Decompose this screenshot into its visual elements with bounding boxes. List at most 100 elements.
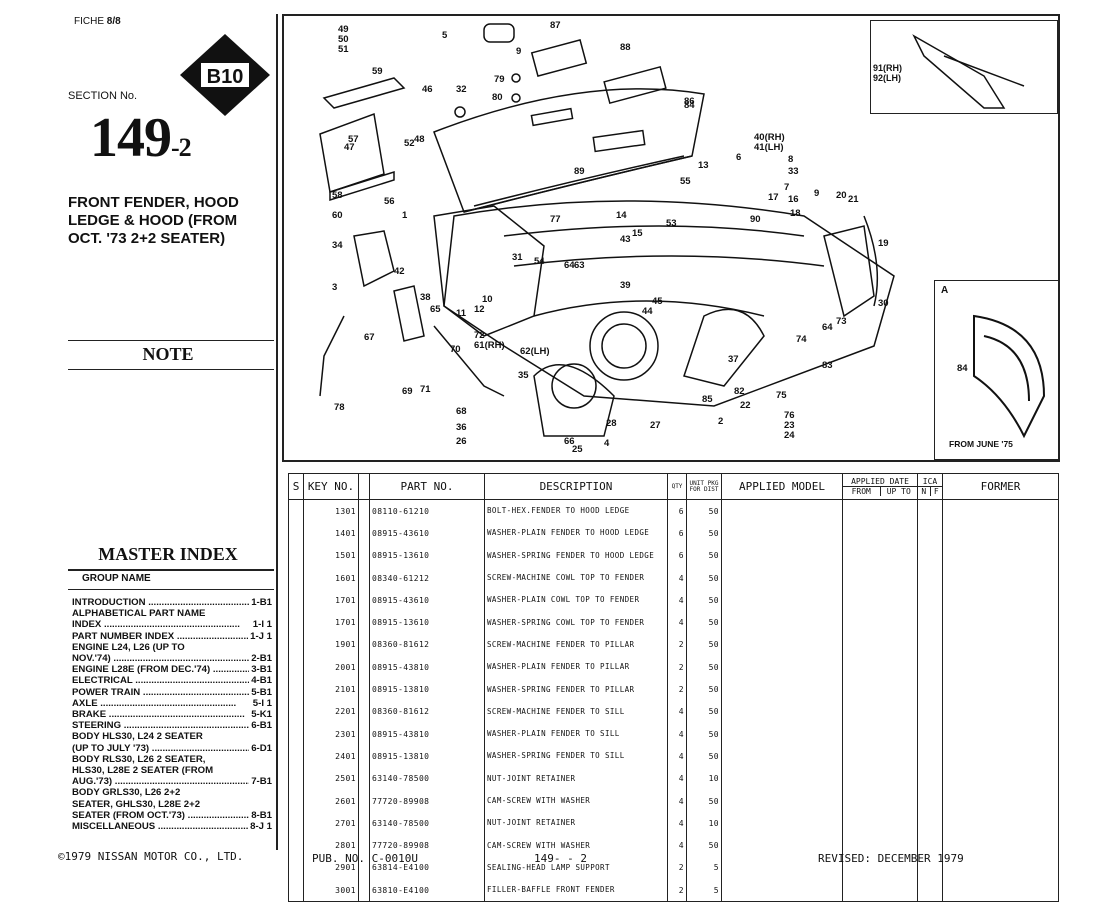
cell-former bbox=[942, 879, 1059, 902]
master-index-item-label: BRAKE bbox=[72, 709, 249, 720]
cell-unit: 50 bbox=[686, 834, 722, 857]
master-index-item: ENGINE L24, L26 (UP TO bbox=[72, 642, 272, 653]
part-callout: 21 bbox=[848, 194, 859, 205]
part-callout: 39 bbox=[620, 280, 631, 291]
part-callout: 65 bbox=[430, 304, 441, 315]
part-callout: 17 bbox=[768, 192, 779, 203]
master-index-item-label: SEATER, GHLS30, L28E 2+2 bbox=[72, 798, 201, 810]
part-callout: 14 bbox=[616, 210, 627, 221]
part-callout: 59 bbox=[372, 66, 383, 77]
inset-b-callout: 91(RH) bbox=[873, 63, 903, 73]
cell-unit: 50 bbox=[686, 656, 722, 679]
part-callout: 78 bbox=[334, 402, 345, 413]
copyright: ©1979 NISSAN MOTOR CO., LTD. bbox=[58, 850, 244, 863]
col-s: S bbox=[288, 473, 304, 500]
section-label: SECTION No. bbox=[68, 90, 138, 102]
part-callout: 69 bbox=[402, 386, 413, 397]
cell-ica bbox=[917, 678, 943, 701]
master-index-item-label: INDEX bbox=[72, 619, 251, 630]
cell-key: 2101 bbox=[303, 678, 359, 701]
part-callout: 49 bbox=[338, 24, 349, 35]
cell-ica bbox=[917, 633, 943, 657]
footer-pub-number: PUB. NO. C-0010U bbox=[312, 852, 418, 865]
footer-revised: REVISED: DECEMBER 1979 bbox=[818, 852, 964, 865]
master-index-item-page: 5-K1 bbox=[251, 709, 272, 721]
cell-ica bbox=[917, 566, 943, 590]
master-index-item-label: (UP TO JULY '73) bbox=[72, 743, 249, 754]
part-callout: 64 bbox=[822, 322, 833, 333]
cell-applied-date bbox=[842, 499, 918, 523]
cell-description: FILLER-BAFFLE FRONT FENDER bbox=[484, 879, 668, 902]
part-callout: 35 bbox=[518, 370, 529, 381]
cell-s bbox=[288, 678, 304, 701]
cell-part: 08915-43610 bbox=[369, 522, 485, 545]
master-index-item-label: ENGINE L24, L26 (UP TO bbox=[72, 641, 185, 653]
cell-part: 08340-61212 bbox=[369, 566, 485, 590]
master-index-item-page: 7-B1 bbox=[251, 776, 272, 788]
cell-qty: 4 bbox=[667, 566, 687, 590]
cell-s bbox=[288, 522, 304, 545]
cell-applied-date bbox=[842, 767, 918, 790]
master-index-item: BODY RLS30, L26 2 SEATER, bbox=[72, 754, 272, 765]
master-index-item-label: ELECTRICAL bbox=[72, 675, 249, 686]
cell-description: WASHER-SPRING FENDER TO SILL bbox=[484, 745, 668, 768]
inset-a-label: A bbox=[941, 285, 949, 296]
part-callout: 27 bbox=[650, 420, 661, 431]
master-index-item: HLS30, L28E 2 SEATER (FROM bbox=[72, 765, 272, 776]
cell-applied-model bbox=[721, 566, 843, 590]
cell-s bbox=[288, 722, 304, 746]
section-badge-icon: B10 bbox=[180, 34, 270, 116]
part-callout: 26 bbox=[456, 436, 467, 447]
cell-former bbox=[942, 745, 1059, 768]
inset-b-callout: 92(LH) bbox=[873, 73, 902, 83]
cell-qty: 4 bbox=[667, 789, 687, 813]
cell-part: 08915-13810 bbox=[369, 678, 485, 701]
master-index-item-page: 5-B1 bbox=[251, 686, 272, 698]
section-number: 149-2 bbox=[90, 107, 192, 169]
cell-applied-model bbox=[721, 522, 843, 545]
cell-applied-model bbox=[721, 656, 843, 679]
master-index-item-label: BODY RLS30, L26 2 SEATER, bbox=[72, 753, 206, 765]
master-index-item-label: BODY HLS30, L24 2 SEATER bbox=[72, 731, 203, 743]
part-callout: 37 bbox=[728, 354, 739, 365]
part-callout: 51 bbox=[338, 44, 349, 55]
cell-former bbox=[942, 812, 1059, 835]
cell-ica bbox=[917, 745, 943, 768]
cell-s bbox=[288, 856, 304, 880]
cell-unit: 50 bbox=[686, 566, 722, 590]
cell-blank bbox=[358, 611, 370, 634]
cell-qty: 6 bbox=[667, 544, 687, 567]
cell-qty: 4 bbox=[667, 700, 687, 723]
master-index-item-label: PART NUMBER INDEX bbox=[72, 631, 248, 642]
part-callout: 58 bbox=[332, 190, 343, 201]
part-callout: 15 bbox=[632, 228, 643, 239]
master-index-item-page: 1-B1 bbox=[251, 597, 272, 608]
cell-key: 2701 bbox=[303, 812, 359, 835]
master-index-item-label: STEERING bbox=[72, 720, 249, 731]
cell-unit: 50 bbox=[686, 745, 722, 768]
cell-blank bbox=[358, 656, 370, 679]
cell-unit: 50 bbox=[686, 499, 722, 523]
master-index-item-page: 1-I 1 bbox=[252, 619, 272, 631]
cell-part: 08915-43610 bbox=[369, 589, 485, 612]
master-index-item-label: HLS30, L28E 2 SEATER (FROM bbox=[72, 765, 214, 777]
master-index-item-page bbox=[270, 754, 272, 765]
cell-applied-model bbox=[721, 879, 843, 902]
part-callout: 90 bbox=[750, 214, 761, 225]
cell-ica bbox=[917, 656, 943, 679]
cell-former bbox=[942, 767, 1059, 790]
cell-part: 08915-43810 bbox=[369, 656, 485, 679]
cell-blank bbox=[358, 633, 370, 657]
cell-description: WASHER-PLAIN FENDER TO SILL bbox=[484, 722, 668, 746]
cell-s bbox=[288, 544, 304, 567]
part-callout: 52 bbox=[404, 138, 415, 149]
col-key: KEY NO. bbox=[303, 473, 359, 500]
master-index-item: ENGINE L28E (FROM DEC.'74)3-B1 bbox=[72, 664, 272, 675]
cell-blank bbox=[358, 566, 370, 590]
cell-applied-date bbox=[842, 633, 918, 657]
cell-key: 1901 bbox=[303, 633, 359, 657]
part-callout: 83 bbox=[822, 360, 833, 371]
